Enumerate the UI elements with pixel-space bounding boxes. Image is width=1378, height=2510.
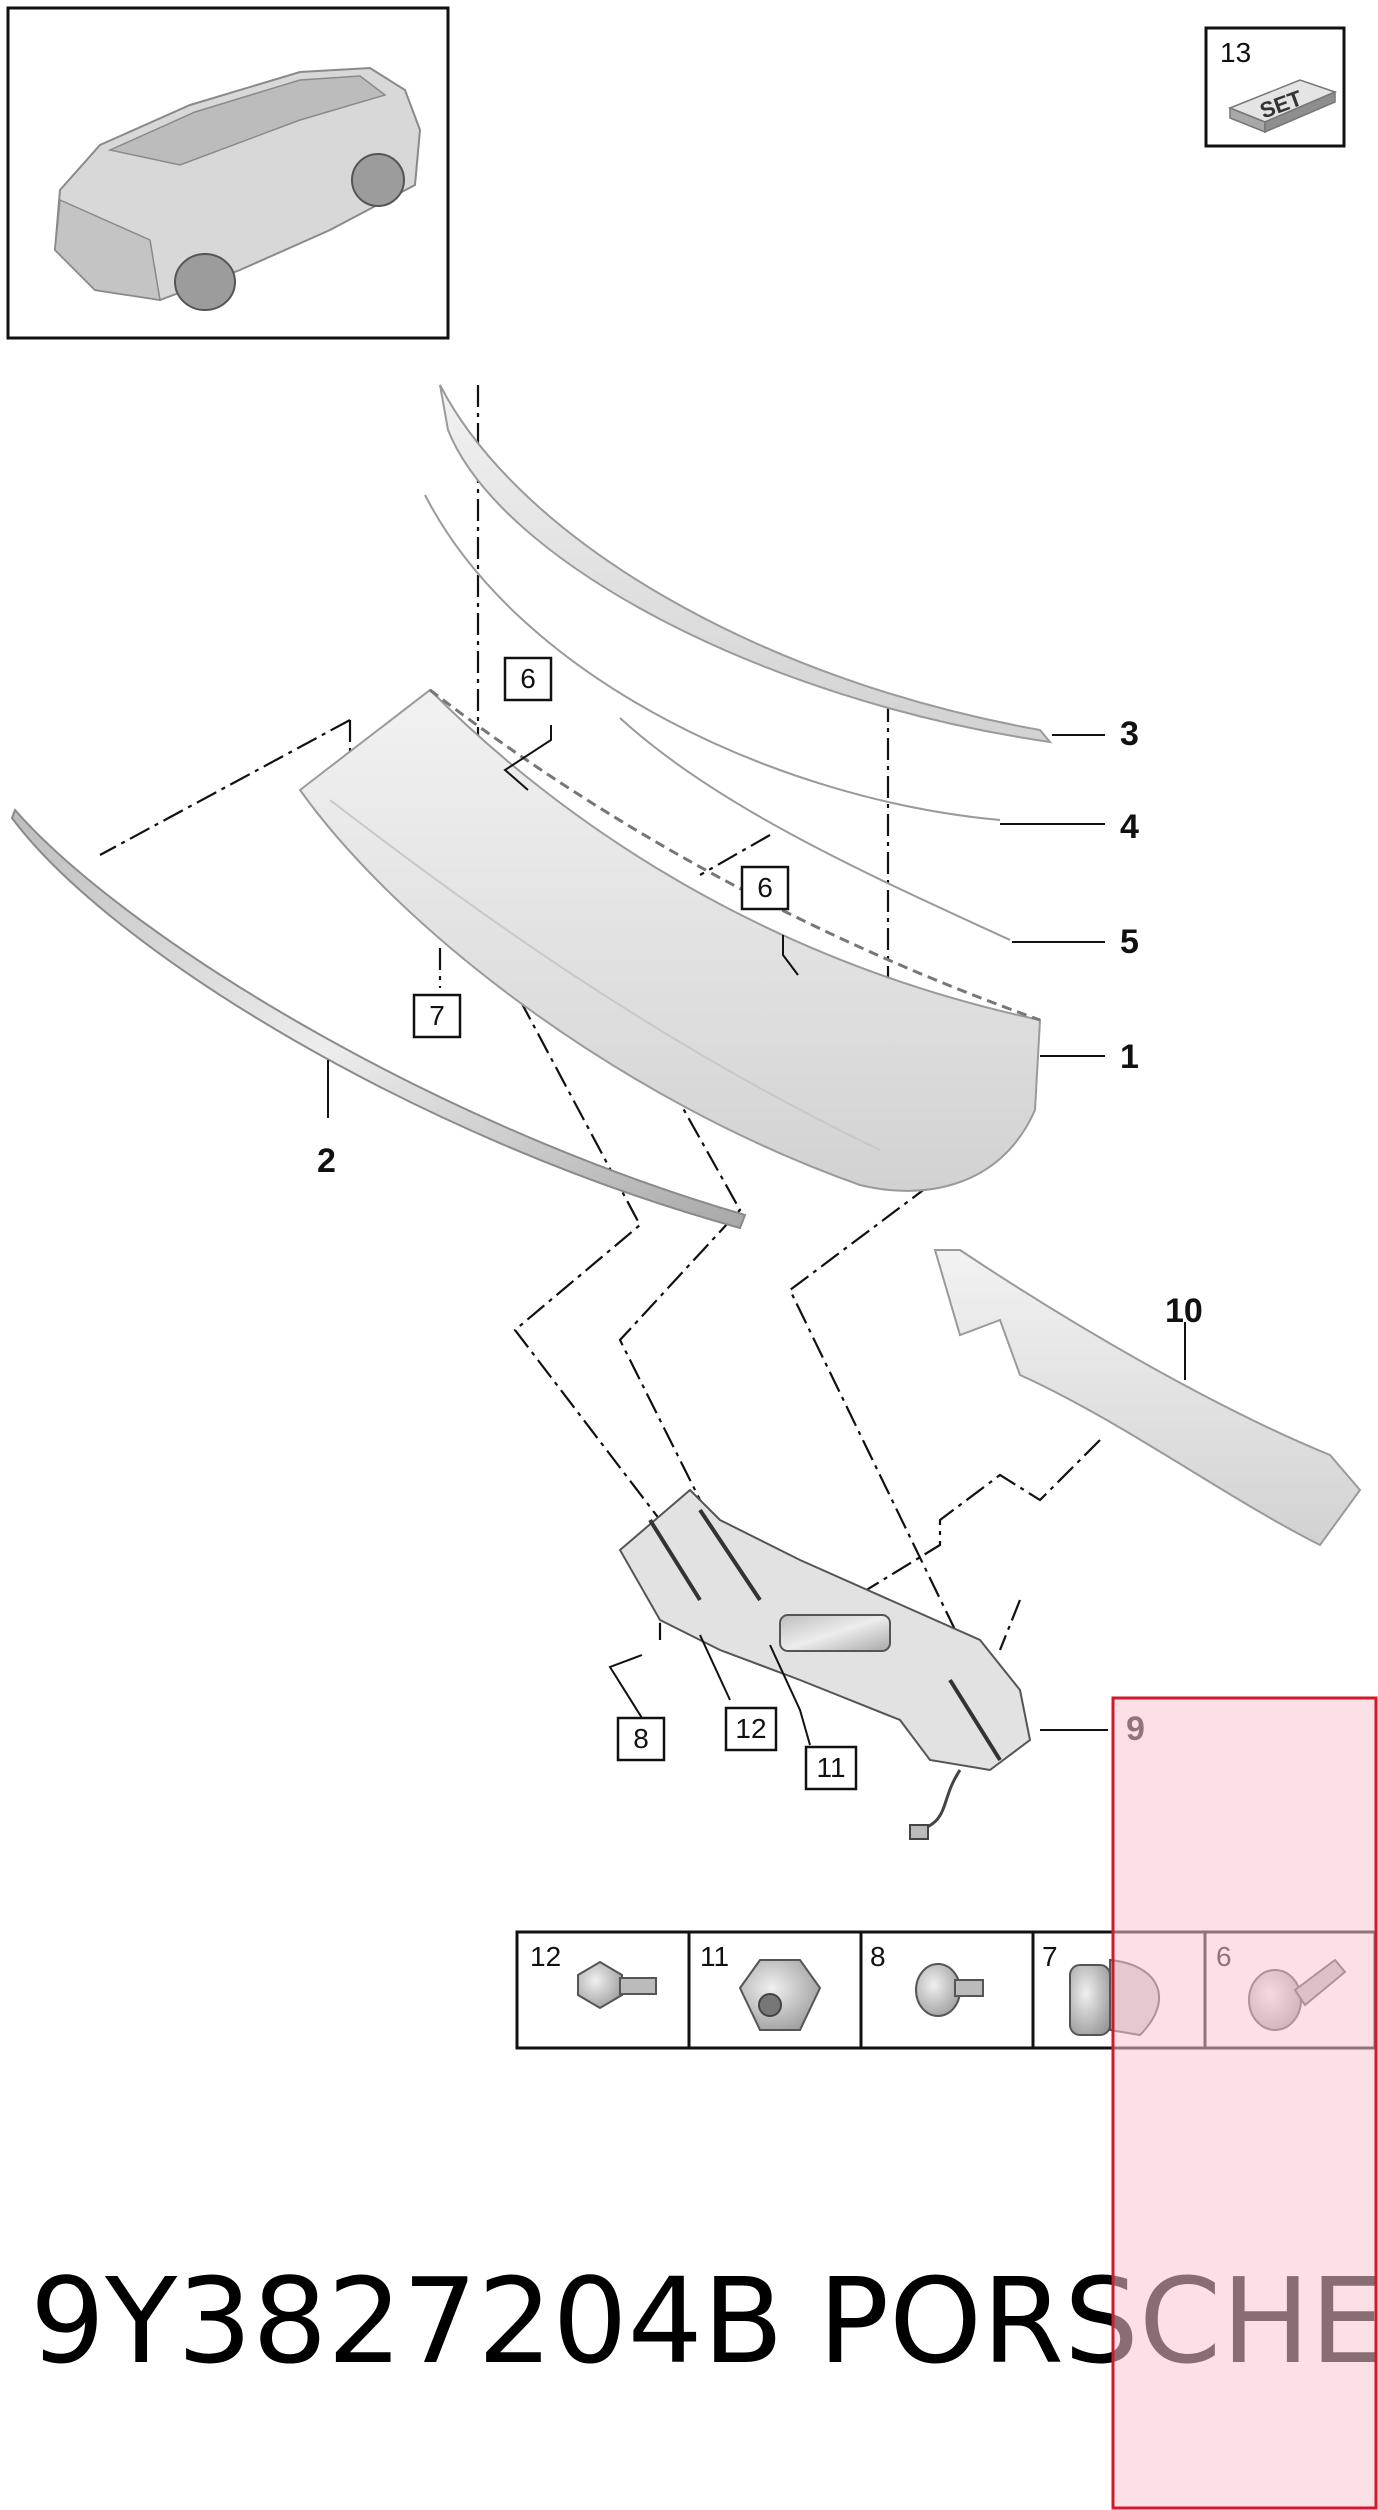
boxed-label-11: 11: [804, 1745, 858, 1791]
set-block-icon: SET: [1227, 79, 1338, 134]
trim-strip-part-5: [619, 717, 1011, 941]
boxed-label-12: 12: [724, 1706, 778, 1752]
boxed-label-6-mid: 6: [740, 865, 790, 911]
highlight-overlay: [1111, 1696, 1378, 2510]
callout-5: 5: [1120, 923, 1139, 961]
svg-text:8: 8: [633, 1723, 649, 1754]
svg-text:6: 6: [520, 663, 536, 694]
set-number: 13: [1220, 37, 1251, 68]
svg-text:7: 7: [429, 1000, 445, 1031]
spoiler-body-part-1: [298, 688, 1042, 1192]
round-head-screw-icon: [915, 1963, 984, 2017]
lip-blade-part-2: [10, 808, 747, 1230]
callout-3: 3: [1120, 715, 1139, 753]
callout-2: 2: [317, 1142, 336, 1180]
car-icon: [53, 66, 422, 311]
callout-4: 4: [1120, 808, 1139, 846]
boxed-label-6-top: 6: [503, 656, 553, 702]
fastener-7-number: 7: [1042, 1941, 1058, 1972]
actuator-frame-part-9: [618, 1488, 1032, 1840]
fastener-8-number: 8: [870, 1941, 886, 1972]
seal-strip-part-4: [424, 494, 1001, 821]
boxed-label-7: 7: [412, 993, 462, 1039]
svg-text:6: 6: [757, 872, 773, 903]
footer-part-number: 9Y3827204B: [30, 2252, 784, 2390]
svg-text:11: 11: [816, 1752, 845, 1783]
hex-nut-icon: [738, 1959, 822, 2031]
fastener-12-number: 12: [530, 1941, 561, 1972]
boxed-label-8: 8: [616, 1716, 666, 1762]
fastener-11-number: 11: [700, 1941, 729, 1972]
cover-panel-part-10: [933, 1249, 1362, 1547]
leader-lines: [327, 725, 1186, 1746]
set-box: 13 SET: [1204, 26, 1346, 148]
spoiler-blade-part-3: [439, 384, 1053, 744]
vehicle-thumbnail: [6, 6, 450, 340]
hex-bolt-icon: [577, 1960, 657, 2010]
callout-10: 10: [1165, 1292, 1203, 1330]
callout-1: 1: [1120, 1038, 1139, 1076]
svg-text:12: 12: [735, 1713, 766, 1744]
